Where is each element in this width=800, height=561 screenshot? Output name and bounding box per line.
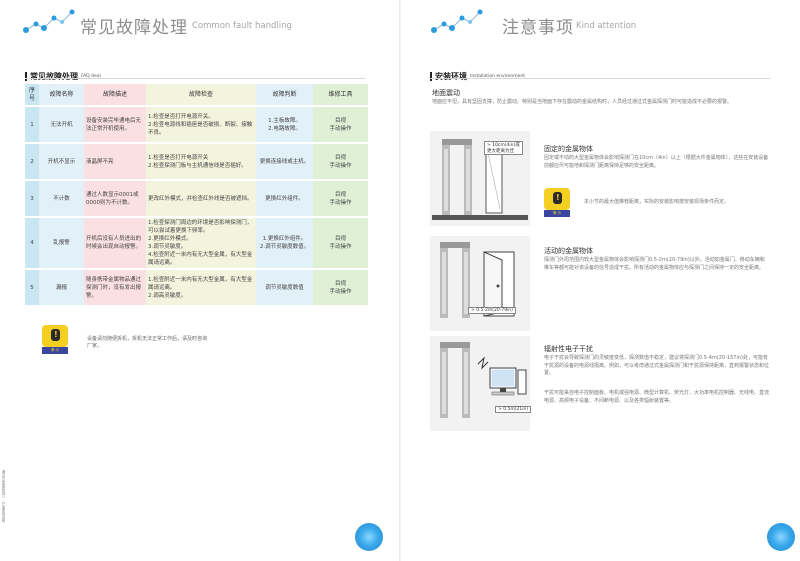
header-judge: 故障判断 [256,84,313,107]
cell-no: 1 [25,106,39,144]
header-check: 故障检查 [146,84,256,107]
cell-desc: 设备安装完毕通电后无法正常开机使用。 [84,106,146,144]
cell-check: 1.检查附近一米内有无大型金属，有大型金属请远离。 2.调高灵敏度。 [146,269,256,307]
section-title-en: FAQ deal [81,74,101,79]
network-dots-icon [23,9,75,33]
cell-judge: 调节灵敏度数值 [256,269,313,307]
left-title-en: Common fault handling [192,21,292,31]
page-fold [399,0,401,561]
network-dots-icon [431,9,483,33]
spine-text: 通过式金属探测门 · 产品使用说明 [2,470,6,523]
fixed-title: 固定的金属物体 [544,145,593,153]
section-title-en: Installation environment [470,74,526,79]
cell-check: 1.检查是否打开电源开关。 2.检查电源线和插座是否破损、断裂、接触不良。 [146,106,256,144]
warning-label: 警 示 [42,347,68,354]
cell-judge: 1.主板故障。 2.电路故障。 [256,106,313,144]
section-divider [25,78,365,79]
cell-check: 更改红外模式，并检查红外线是否被遮挡。 [146,180,256,218]
section-title: 常见故障处理 [30,72,78,81]
cell-desc: 液晶屏不亮 [84,143,146,181]
header-no: 序号 [25,84,39,107]
moving-title: 活动的金属物体 [544,247,593,255]
ground-text: 地面应平坦，具有坚固支撑，防止震动。特别是当地面下存在震动的金属结构时，人员经过… [432,99,733,105]
header-desc: 故障描述 [84,84,146,107]
emi-figure [430,336,530,431]
exclamation-icon: ! [51,329,60,341]
warning-text: 设备请勿随便拆机，拆机无法正常工作后，请及时咨询厂家。 [87,336,208,349]
exclamation-icon: ! [553,192,562,204]
cell-no: 5 [25,269,39,307]
moving-distance-label: > 0.5-2m(20-79in) [468,307,516,314]
section-divider [430,78,770,79]
cell-tool: 目视 手动操作 [313,143,368,181]
cell-judge: 1.更换红外组件。 2.调节灵敏度数值。 [256,217,313,270]
moving-metal-figure [430,236,530,331]
cell-tool: 目视 手动操作 [313,217,368,270]
cell-check: 1.检查探测门周边的环境是否影响探测门，可以尝试着更换下频率。 2.更换红外模式… [146,217,256,270]
cell-judge: 更换红外组件。 [256,180,313,218]
cell-name: 乱报警 [39,217,84,270]
fixed-note: 本小节的最大值推荐距离，实际的安装影响按安装现场条件而定。 [584,199,730,205]
cell-no: 3 [25,180,39,218]
cell-name: 无法开机 [39,106,84,144]
emi-distance-label: > 0.5m(21in) [495,406,532,413]
warning-label: 警 示 [544,210,570,217]
page-number-circle [355,523,383,551]
cell-tool: 目视 手动操作 [313,106,368,144]
cell-tool: 目视 手动操作 [313,180,368,218]
cell-judge: 更换连接线或主机。 [256,143,313,181]
cell-desc: 随身携带金属物品通过探测门时，没有发出报警。 [84,269,146,307]
cell-desc: 通过人数显示0001或0000则为不计数。 [84,180,146,218]
cell-name: 漏报 [39,269,84,307]
header-name: 故障名称 [39,84,84,107]
emi-title: 辐射性电子干扰 [544,345,593,353]
cell-no: 4 [25,217,39,270]
ground-title: 地面震动 [432,89,460,97]
fixed-text: 固定或不动的大型金属物体会影响探测门在10cm（4in）以上（根据大件金属物体）… [544,155,769,169]
cell-name: 不计数 [39,180,84,218]
fixed-distance-label: > 10cm(4in)或 更大距离为佳 [484,141,523,155]
moving-text: 探测门外周范围内较大型金属物体会影响探测门0.5-2m(20-79in)以外。活… [544,257,765,271]
emi-text: 电子干扰会导致探测门的灵敏度变低，探测数值不稳定，建议将探测门0.5-4m(20… [544,355,770,376]
cell-no: 2 [25,143,39,181]
right-title-en: Kind attention [576,21,637,31]
emi-text-2: 干扰可能来自电子控制面板、电机或强电源、微型计算机、荧光灯、大功率电机控制器、无… [544,390,770,404]
table-header-row: 序号 故障名称 故障描述 故障检查 故障判断 维修工具 [25,84,368,107]
cell-check: 1.检查是否打开电源开关 2.检查探测门板与主机通信线是否插好。 [146,143,256,181]
page-number-circle [767,523,795,551]
header-tool: 维修工具 [313,84,368,107]
cell-name: 开机不显示 [39,143,84,181]
cell-desc: 开机后没有人员进出的时候会出现自动报警。 [84,217,146,270]
right-title: 注意事项 [502,18,574,38]
section-title: 安装环境 [435,72,467,81]
cell-tool: 目视 手动操作 [313,269,368,307]
left-title: 常见故障处理 [80,18,188,38]
